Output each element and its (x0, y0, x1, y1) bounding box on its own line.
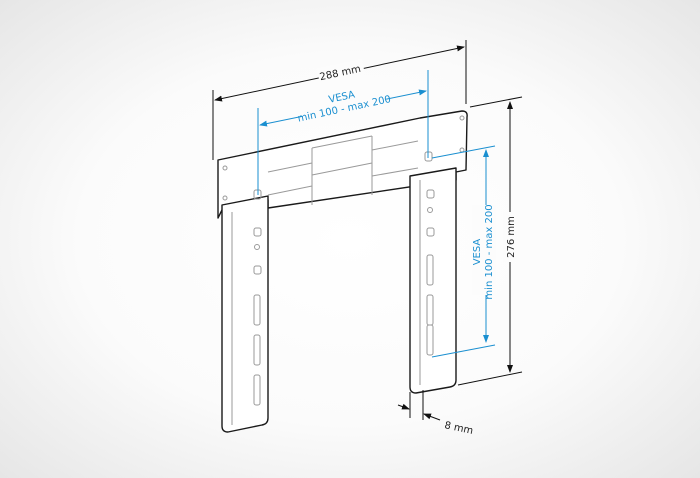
vesa-vertical-label: VESA (472, 239, 483, 266)
bracket-details (222, 115, 465, 425)
height-label: 276 mm (506, 216, 517, 258)
bracket (217, 110, 468, 433)
bracket-left-leg (221, 195, 269, 433)
vesa-horizontal-label: VESA (328, 89, 356, 105)
depth-label: 8 mm (443, 420, 474, 437)
vesa-vertical-range: min 100 - max 200 (484, 204, 495, 299)
depth-dimension (397, 390, 441, 421)
